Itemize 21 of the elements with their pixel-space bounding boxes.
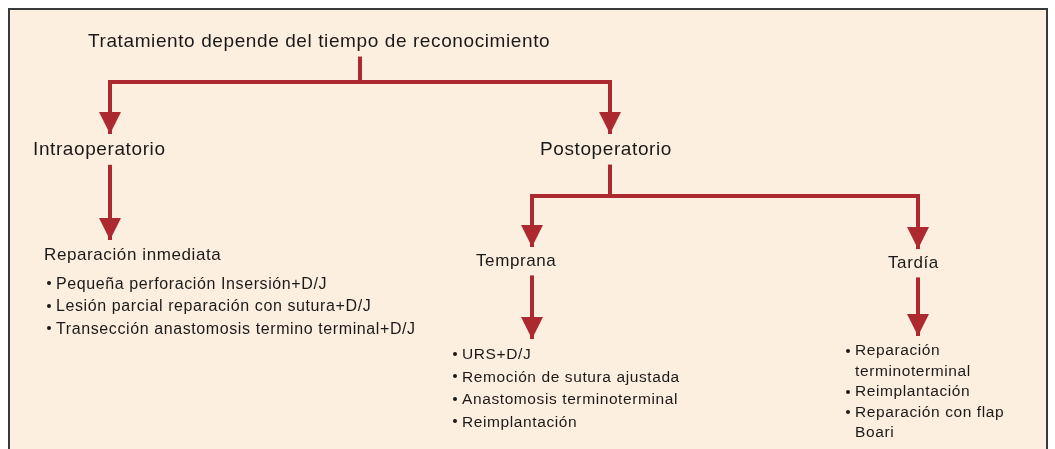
list-item-text: Reimplantación [855, 382, 971, 399]
list-item-text: URS+D/J [462, 345, 532, 362]
node-label: Intraoperatorio [33, 138, 166, 161]
list-item-text: Remoción de sutura ajustada [462, 367, 680, 385]
arrow [99, 164, 121, 240]
list-item-text: Anastomosis terminoterminal [462, 390, 679, 407]
list-item-text: Lesión parcial reparación con sutura+D/J [56, 297, 372, 314]
arrow [608, 164, 929, 249]
node-label: Tratamiento depende del tiempo de reconocimiento [88, 30, 551, 53]
section-heading: Reparación inmediata [44, 244, 223, 266]
node-label: Temprana [476, 251, 557, 272]
arrow [521, 275, 543, 339]
list-item-text: Reparación terminoterminal [855, 341, 971, 379]
arrow [907, 277, 929, 336]
arrow [358, 56, 621, 134]
list-item-text: Reparación con flap Boari [855, 402, 1005, 440]
list-item-text: Reimplantación [462, 412, 578, 430]
node-label: Postoperatorio [540, 138, 672, 161]
node-label: Tardía [888, 253, 939, 274]
list-item-text: Pequeña perforación Insersión+D/J [56, 274, 328, 292]
list-item-text: Transección anastomosis termino terminal+D/J [56, 319, 416, 337]
